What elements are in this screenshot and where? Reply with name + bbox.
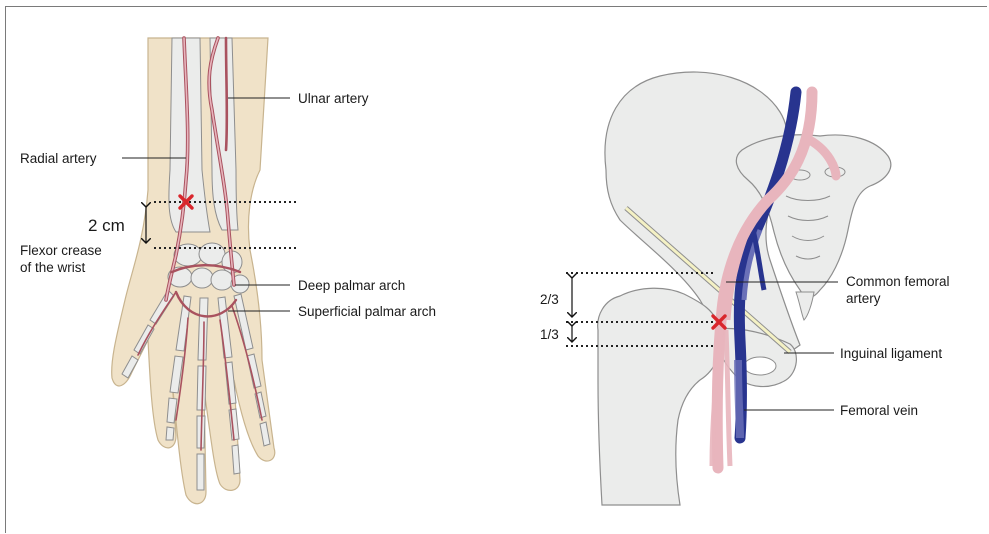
- obturator-foramen: [744, 357, 776, 375]
- hand-illustration: [112, 38, 275, 504]
- common-femoral-artery-label-line2: artery: [846, 291, 881, 306]
- coccyx-bone: [796, 292, 814, 320]
- superficial-palmar-arch-label: Superficial palmar arch: [298, 304, 436, 319]
- two-thirds-label: 2/3: [540, 292, 559, 307]
- distance-label: 2 cm: [88, 216, 125, 235]
- common-femoral-artery-label-line1: Common femoral: [846, 274, 950, 289]
- flexor-crease-label-line1: Flexor crease: [20, 243, 102, 258]
- one-third-label: 1/3: [540, 327, 559, 342]
- radial-artery-label: Radial artery: [20, 151, 97, 166]
- femur-bone: [598, 288, 721, 505]
- deep-palmar-arch-label: Deep palmar arch: [298, 278, 405, 293]
- inguinal-ligament-label: Inguinal ligament: [840, 346, 942, 361]
- flexor-crease-label-line2: of the wrist: [20, 260, 86, 275]
- ulnar-artery-label: Ulnar artery: [298, 91, 369, 106]
- femoral-vein-label: Femoral vein: [840, 403, 918, 418]
